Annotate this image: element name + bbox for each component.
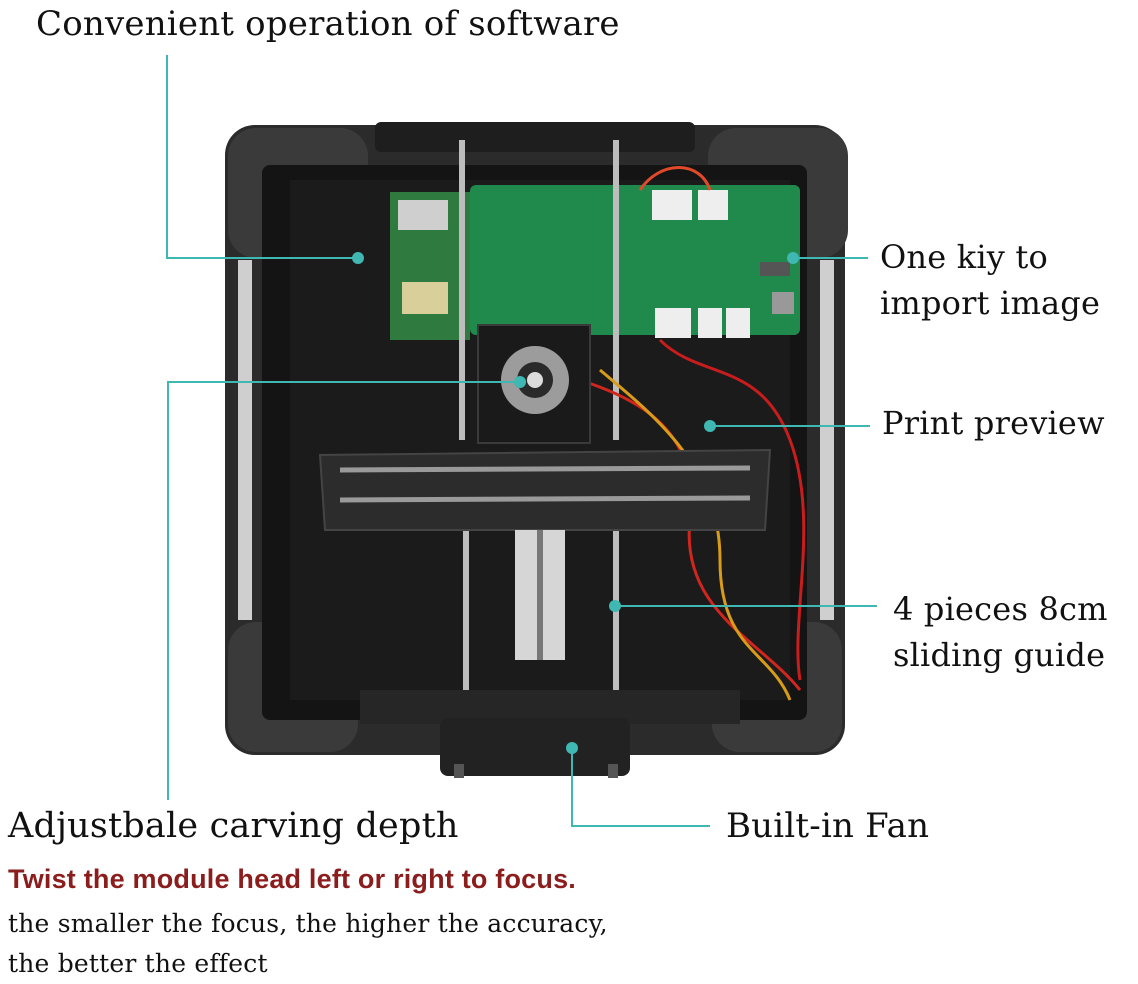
callout-dots bbox=[352, 252, 799, 754]
laser-module bbox=[477, 324, 591, 444]
callout-sliding-guide-line2: sliding guide bbox=[893, 636, 1106, 674]
callout-one-key-line2: import image bbox=[880, 284, 1101, 322]
x-axis-carriage bbox=[318, 448, 772, 531]
control-board bbox=[390, 185, 800, 340]
callout-sliding-guide-line1: 4 pieces 8cm bbox=[893, 590, 1108, 628]
callout-one-key-import: One kiy to import image bbox=[880, 234, 1100, 326]
focus-note-line1: the smaller the focus, the higher the ac… bbox=[8, 909, 608, 938]
callout-lines bbox=[166, 55, 877, 827]
callout-one-key-line1: One kiy to bbox=[880, 238, 1048, 276]
callout-print-preview: Print preview bbox=[882, 404, 1105, 442]
focus-note: the smaller the focus, the higher the ac… bbox=[8, 904, 608, 984]
focus-note-line2: the better the effect bbox=[8, 949, 268, 978]
callout-carving-depth: Adjustbale carving depth bbox=[8, 806, 459, 846]
focus-tip-text: Twist the module head left or right to f… bbox=[8, 864, 577, 894]
page-title: Convenient operation of software bbox=[36, 4, 620, 44]
fan-housing bbox=[440, 718, 630, 778]
callout-sliding-guide: 4 pieces 8cm sliding guide bbox=[893, 586, 1108, 678]
callout-built-in-fan: Built-in Fan bbox=[726, 806, 930, 846]
